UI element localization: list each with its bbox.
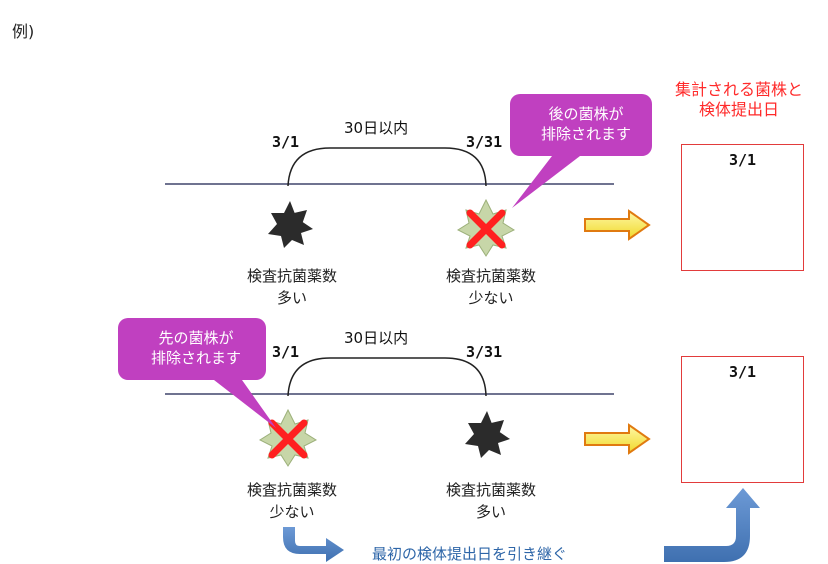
start-date-2: 3/1 [272, 343, 300, 361]
inherit-note: 最初の検体提出日を引き継ぐ [372, 545, 568, 563]
result-date-1: 3/1 [728, 151, 757, 169]
end-date-2: 3/31 [466, 343, 503, 361]
caption-line: 検査抗菌薬数 [445, 481, 536, 499]
excluded-strain-icon [258, 408, 318, 467]
caption-line: 検査抗菌薬数 [246, 481, 337, 499]
span-arc-1 [287, 147, 487, 187]
left-caption-2: 検査抗菌薬数 少ない [222, 479, 362, 523]
left-caption-1: 検査抗菌薬数 多い [222, 265, 362, 309]
caption-line: 少ない [468, 289, 514, 307]
result-date-2: 3/1 [728, 363, 757, 381]
span-arc-2 [287, 357, 487, 397]
caption-line: 少ない [269, 503, 315, 521]
caption-line: 多い [276, 289, 307, 307]
caption-line: 多い [475, 503, 506, 521]
result-box-2: 3/1 [681, 356, 804, 483]
strain-star-icon [268, 201, 313, 248]
span-label-1: 30日以内 [344, 119, 409, 137]
result-title: 集計される菌株と 検体提出日 [674, 80, 803, 119]
span-label-2: 30日以内 [344, 329, 409, 347]
curved-arrow-icon [283, 527, 344, 562]
example-label: 例) [12, 22, 35, 41]
right-caption-1: 検査抗菌薬数 少ない [421, 265, 561, 309]
strain-star-icon [465, 411, 510, 458]
callout-bubble-2 [118, 318, 276, 428]
right-arrow-icon [584, 209, 651, 241]
callout-text-2: 先の菌株が 排除されます [150, 329, 241, 367]
callout-bubble-1 [510, 94, 652, 208]
callout-text-1: 後の菌株が 排除されます [540, 105, 631, 143]
caption-line: 検査抗菌薬数 [246, 267, 337, 285]
caption-line: 検査抗菌薬数 [445, 267, 536, 285]
excluded-strain-icon [456, 198, 516, 257]
start-date-1: 3/1 [272, 133, 300, 151]
end-date-1: 3/31 [466, 133, 503, 151]
right-arrow-icon [584, 423, 651, 455]
result-box-1: 3/1 [681, 144, 804, 271]
right-caption-2: 検査抗菌薬数 多い [421, 479, 561, 523]
curved-arrow-icon [664, 488, 760, 562]
